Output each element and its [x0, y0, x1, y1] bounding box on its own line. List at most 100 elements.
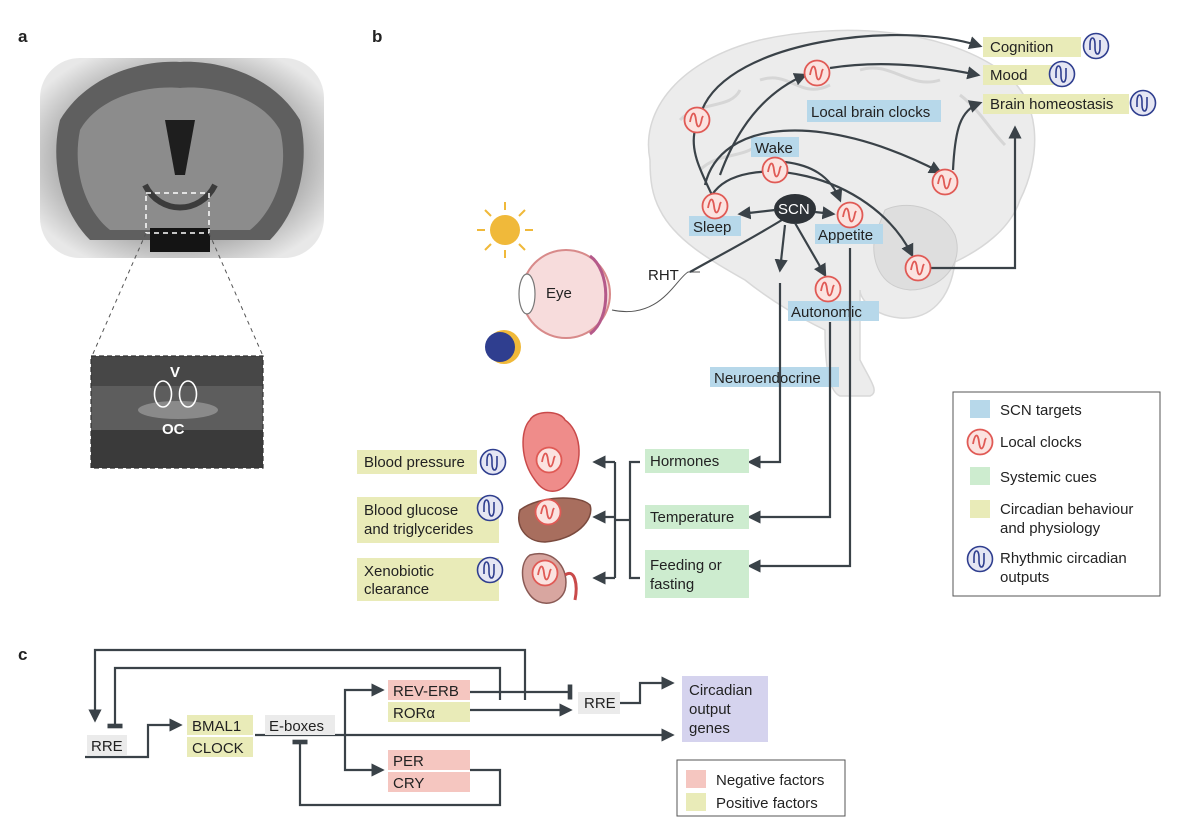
rht-to-scn: [689, 214, 791, 273]
legend-scn-targets: SCN targets: [1000, 402, 1082, 419]
sun-icon: [477, 202, 533, 258]
label-rre-left: RRE: [91, 738, 123, 755]
label-hormones: Hormones: [650, 453, 719, 470]
label-bmal1: BMAL1: [192, 718, 241, 735]
box-autonomic: [788, 301, 879, 321]
label-scn: SCN: [778, 201, 810, 218]
label-glucose-2: and triglycerides: [364, 521, 473, 538]
rht-pathway: [611, 271, 700, 313]
local-clock-icon-5: [836, 201, 864, 229]
box-rev-erb: [388, 680, 470, 700]
label-brain-homeostasis: Brain homeostasis: [990, 96, 1113, 113]
legend-negative: Negative factors: [716, 772, 824, 789]
legend-swatch-positive: [686, 793, 706, 811]
local-clock-icon-6: [814, 275, 842, 303]
label-eboxes: E-boxes: [269, 718, 324, 735]
rhythmic-icon-mood: [1048, 60, 1076, 88]
local-clock-icon-heart: [535, 446, 563, 474]
box-wake: [751, 137, 799, 157]
label-feeding-1: Feeding or: [650, 557, 722, 574]
scn-node: [774, 194, 816, 224]
box-sleep: [689, 216, 741, 236]
label-output-1: Circadian: [689, 682, 752, 699]
legend-rhythmic-icon: [966, 545, 994, 573]
legend-local-clocks: Local clocks: [1000, 434, 1082, 451]
label-glucose-1: Blood glucose: [364, 502, 458, 519]
box-neuroendocrine: [710, 367, 839, 387]
local-clock-icon-1: [683, 106, 711, 134]
zoom-line-right: [208, 232, 264, 357]
label-neuroendocrine: Neuroendocrine: [714, 370, 821, 387]
box-blood-glucose: [357, 497, 499, 543]
label-output-3: genes: [689, 720, 730, 737]
box-local-brain-clocks: [807, 100, 941, 122]
label-wake: Wake: [755, 140, 793, 157]
local-clock-icon-3: [761, 156, 789, 184]
label-cognition: Cognition: [990, 39, 1053, 56]
label-sleep: Sleep: [693, 219, 731, 236]
box-clock: [187, 737, 253, 757]
box-hormones: [645, 449, 749, 473]
box-brain-homeostasis: [983, 94, 1129, 114]
local-clock-icon-7: [931, 168, 959, 196]
box-eboxes: [265, 715, 335, 735]
local-clock-icon-liver: [534, 498, 562, 526]
label-rre-right: RRE: [584, 695, 616, 712]
label-xeno-2: clearance: [364, 581, 429, 598]
molecular-loop-arrows: [85, 648, 675, 807]
label-rev-erb: REV-ERB: [393, 683, 459, 700]
label-appetite: Appetite: [818, 227, 873, 244]
panel-label-a: a: [18, 27, 28, 46]
label-ror-alpha: RORα: [393, 705, 435, 722]
legend-rhythmic-1: Rhythmic circadian: [1000, 550, 1127, 567]
legend-swatch-negative: [686, 770, 706, 788]
label-eye: Eye: [546, 285, 572, 302]
legend-local-clock-icon: [966, 428, 994, 456]
mri-coronal-image: [40, 58, 324, 258]
rhythmic-icon-blood-pressure: [479, 448, 507, 476]
label-clock: CLOCK: [192, 740, 244, 757]
box-cry: [388, 772, 470, 792]
local-clock-icon-4: [701, 192, 729, 220]
panel-label-c: c: [18, 645, 27, 664]
box-temperature: [645, 505, 749, 529]
box-cognition: [983, 37, 1081, 57]
legend-swatch-scn-targets: [970, 400, 990, 418]
eye-illustration: [518, 249, 611, 339]
legend-circadian-2: and physiology: [1000, 520, 1101, 537]
rhythmic-icon-brain-homeostasis: [1129, 89, 1157, 117]
box-mood: [983, 65, 1063, 85]
legend-circadian-1: Circadian behaviour: [1000, 501, 1133, 518]
mri-zoom-inset: [90, 355, 264, 469]
label-temperature: Temperature: [650, 509, 734, 526]
zoom-line-left: [91, 232, 147, 357]
label-autonomic: Autonomic: [791, 304, 862, 321]
label-oc: OC: [162, 421, 185, 438]
rhythmic-icon-blood-glucose: [476, 494, 504, 522]
label-output-2: output: [689, 701, 732, 718]
box-per: [388, 750, 470, 770]
box-circadian-output-genes: [682, 676, 768, 742]
label-mood: Mood: [990, 67, 1028, 84]
label-per: PER: [393, 753, 424, 770]
legend-systemic-cues: Systemic cues: [1000, 469, 1097, 486]
label-local-brain-clocks: Local brain clocks: [811, 104, 930, 121]
rhythmic-icon-xenobiotic: [476, 556, 504, 584]
box-xenobiotic: [357, 558, 499, 601]
panel-label-b: b: [372, 27, 382, 46]
box-appetite: [815, 224, 883, 244]
rhythmic-icon-cognition: [1082, 32, 1110, 60]
organ-bracket: [592, 455, 640, 585]
box-feeding: [645, 550, 749, 598]
descending-arrows: [747, 248, 852, 573]
box-rre-right: [578, 692, 620, 714]
box-blood-pressure: [357, 450, 477, 474]
label-feeding-2: fasting: [650, 576, 694, 593]
legend-swatch-circadian: [970, 500, 990, 518]
box-rre-left: [87, 735, 127, 755]
label-cry: CRY: [393, 775, 424, 792]
legend-box: [952, 391, 1161, 597]
box-bmal1: [187, 715, 253, 735]
brain-arrows: [692, 34, 1022, 278]
